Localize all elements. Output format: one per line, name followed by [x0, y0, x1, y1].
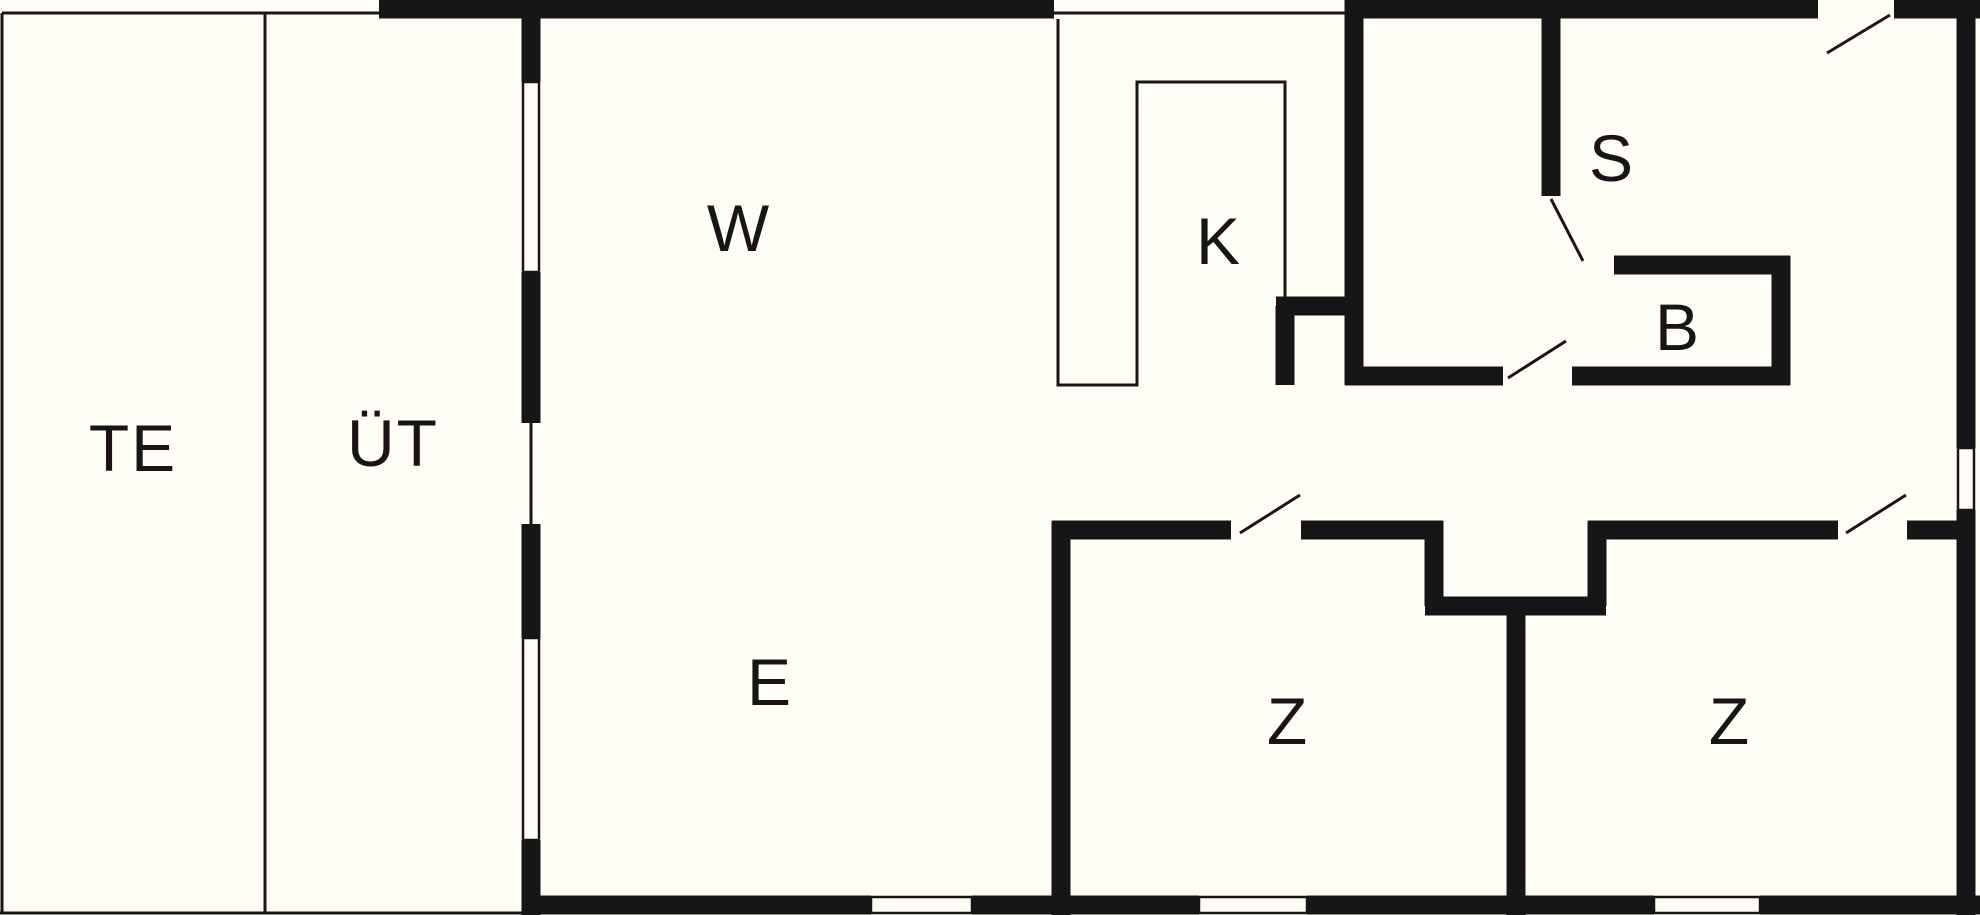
- terrace-outline: [0, 11, 531, 915]
- bath-walls: [1614, 255, 1791, 385]
- room-label-ut: ÜT: [347, 406, 439, 480]
- windows: [521, 80, 1976, 915]
- bedroom-walls: [1051, 520, 1975, 915]
- door-swing-bath: [1507, 339, 1567, 380]
- door-swing-shower: [1549, 198, 1585, 262]
- stair-lines: [1056, 19, 1287, 387]
- room-label-k: K: [1195, 204, 1243, 278]
- interior-walls: [1051, 0, 1975, 915]
- window-bottom-left: [869, 895, 974, 915]
- kitchen-hall-wall: [1275, 0, 1364, 385]
- door-swing-bedroom-1: [1239, 493, 1301, 535]
- window-right: [1956, 446, 1976, 512]
- room-label-te: TE: [88, 411, 178, 485]
- room-label-w: W: [706, 191, 772, 265]
- window-left-lower: [521, 636, 541, 842]
- room-label-s: S: [1588, 121, 1636, 195]
- window-bottom-middle: [1197, 895, 1309, 915]
- window-bottom-right: [1652, 895, 1762, 915]
- room-label-b: B: [1654, 290, 1702, 364]
- door-swing-entrance: [1826, 13, 1891, 55]
- terrace-walls: [0, 11, 531, 915]
- room-label-e: E: [746, 645, 794, 719]
- stair-outline: [529, 11, 1358, 524]
- outer-walls: [379, 0, 1980, 915]
- room-label-z2: Z: [1708, 684, 1752, 758]
- window-left-upper: [521, 80, 541, 274]
- room-label-z1: Z: [1266, 684, 1310, 758]
- door-swings: [1239, 13, 1907, 535]
- door-swing-bedroom-2: [1845, 493, 1907, 535]
